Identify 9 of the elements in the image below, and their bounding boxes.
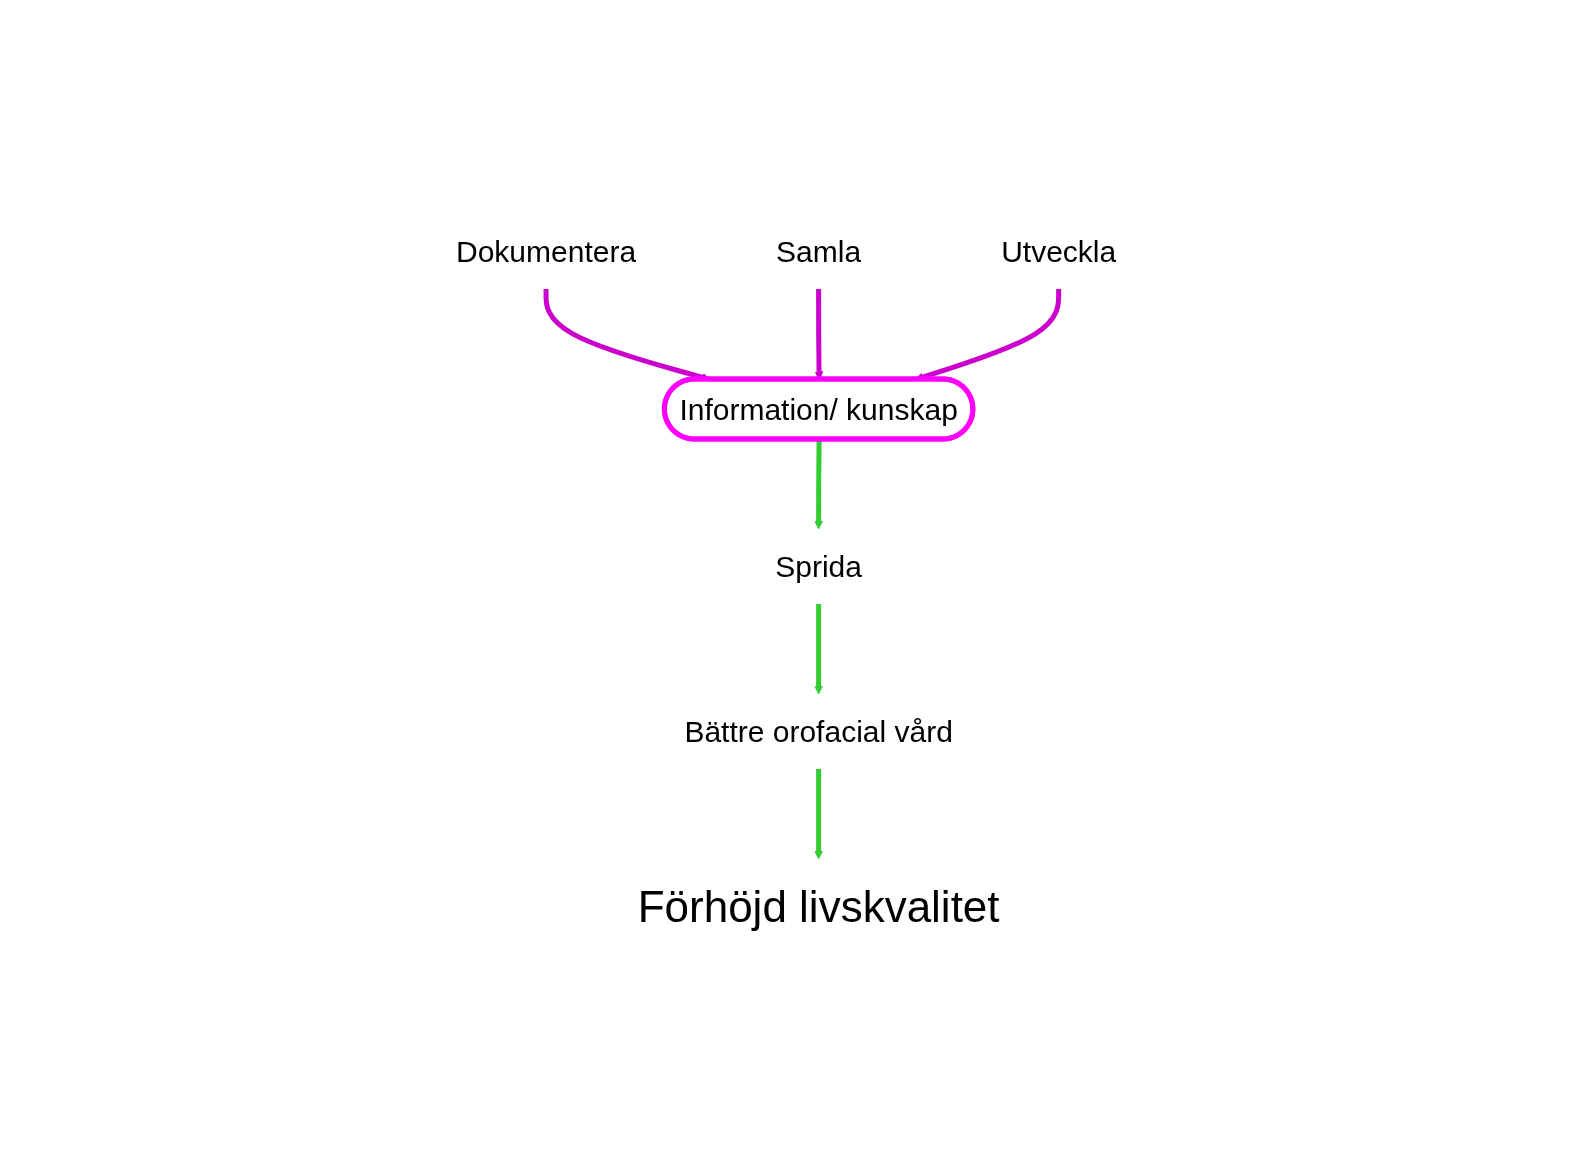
- node-text: Bättre orofacial vård: [684, 715, 954, 748]
- node-text: Dokumentera: [456, 235, 637, 268]
- node-text: Utveckla: [1001, 235, 1117, 268]
- arrow: [814, 604, 824, 695]
- arrow: [814, 769, 824, 860]
- node-text: Samla: [776, 235, 862, 268]
- arrow: [814, 439, 824, 530]
- node-text: Sprida: [775, 550, 863, 583]
- node-text: Förhöjd livskvalitet: [638, 882, 1000, 931]
